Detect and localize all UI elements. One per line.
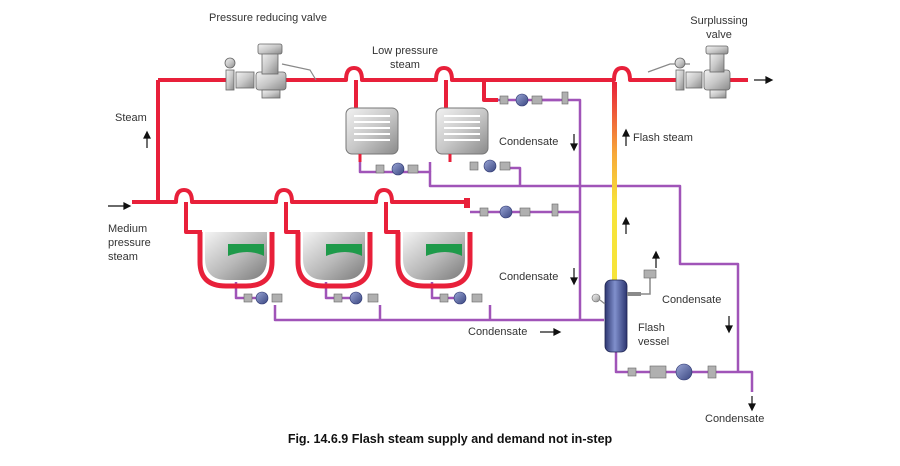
label-condensate-bottom: Condensate <box>468 326 528 338</box>
flash-steam-line <box>612 82 617 286</box>
trap-set-pan-3 <box>439 291 483 305</box>
label-condensate-heaters: Condensate <box>499 136 559 148</box>
mp-main-end-cap <box>464 198 470 208</box>
trap-set-heater-1 <box>375 162 419 176</box>
jacketed-pan-1 <box>197 232 275 289</box>
label-condensate-right: Condensate <box>662 294 722 306</box>
label-low-pressure-steam: Low pressure steam <box>371 45 439 71</box>
unit-heater-2 <box>435 107 489 162</box>
flow-arrows <box>108 76 774 412</box>
trap-set-lp-main <box>499 91 569 107</box>
label-flash-steam: Flash steam <box>633 132 693 144</box>
label-condensate-outlet: Condensate <box>705 413 765 425</box>
figure-caption: Fig. 14.6.9 Flash steam supply and deman… <box>287 432 613 446</box>
unit-heater-1 <box>345 107 399 162</box>
steam-lines <box>132 66 748 234</box>
label-pressure-reducing-valve: Pressure reducing valve <box>208 12 327 24</box>
trap-set-pan-1 <box>243 291 283 305</box>
pressure-reducing-valve <box>224 43 317 99</box>
jacketed-pan-2 <box>295 232 373 289</box>
trap-set-mp-main <box>479 203 559 219</box>
trap-set-pan-2 <box>333 291 379 305</box>
label-medium-pressure-steam: Medium pressure steam <box>108 223 151 263</box>
flash-vessel <box>591 269 657 353</box>
jacketed-pan-3 <box>395 232 473 289</box>
label-flash-vessel: Flash vessel <box>638 322 670 348</box>
label-surplussing-valve: Surplussing valve <box>690 15 748 41</box>
label-steam: Steam <box>115 112 147 124</box>
label-condensate-pans: Condensate <box>499 271 559 283</box>
trap-set-heater-2 <box>469 159 511 173</box>
surplussing-valve <box>647 45 731 99</box>
trap-set-flash-vessel <box>627 363 717 381</box>
